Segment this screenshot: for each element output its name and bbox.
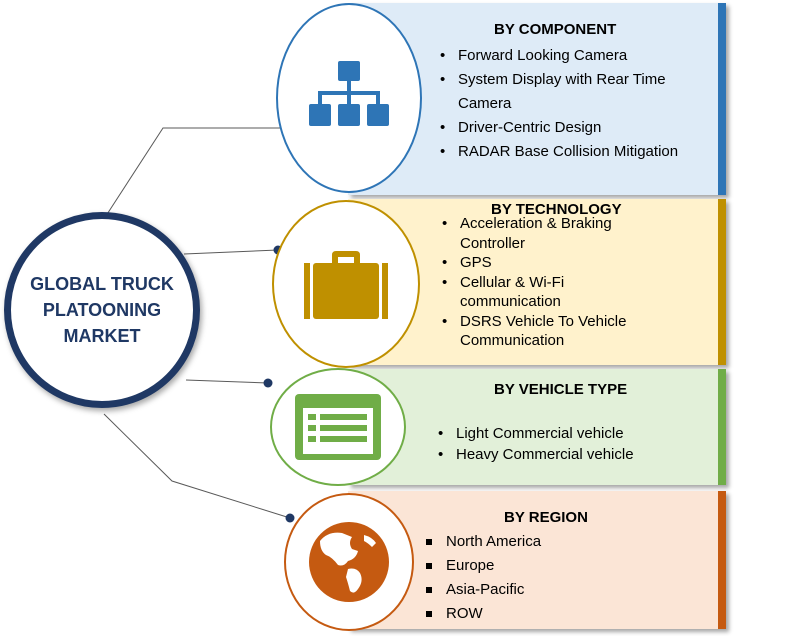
technology-badge [272,200,420,368]
segment-item-list: Forward Looking Camera System Display wi… [436,44,706,164]
hub-title-line: GLOBAL TRUCK [30,274,174,294]
panel-accent-bar [718,369,726,485]
panel-accent-bar [718,199,726,365]
list-item: ROW [422,602,642,626]
list-item: Light Commercial vehicle [434,423,694,444]
panel-accent-bar [718,491,726,629]
segment-title: BY REGION [504,509,588,526]
connector-dot [263,378,273,388]
list-icon [295,394,381,460]
component-badge [276,3,422,193]
panel-accent-bar [718,3,726,195]
segment-title: BY COMPONENT [494,21,617,38]
segment-title: BY VEHICLE TYPE [494,381,628,398]
list-item: Heavy Commercial vehicle [434,444,694,465]
connector-region [103,413,291,519]
hub-title-line: PLATOONING [42,300,162,320]
list-item: Forward Looking Camera [436,44,706,68]
list-item: Asia-Pacific [422,578,642,602]
region-badge [284,493,414,631]
segment-item-list: Acceleration & Braking Controller GPS Ce… [438,214,668,351]
globe-icon [309,522,389,602]
hierarchy-icon [309,61,389,126]
connector-dot [285,513,295,523]
list-item: GPS [438,253,668,273]
hub-title: GLOBAL TRUCK PLATOONING MARKET [22,271,182,349]
segment-panel-technology: BY TECHNOLOGY Acceleration & Braking Con… [348,199,726,365]
vehicle-type-badge [270,368,406,486]
market-hub-circle: GLOBAL TRUCK PLATOONING MARKET [4,212,200,408]
connector-component [101,127,292,223]
list-item: DSRS Vehicle To Vehicle Communication [438,312,668,351]
connector-vehicle-type [185,379,269,384]
segment-item-list: North America Europe Asia-Pacific ROW [422,530,642,626]
list-item: Acceleration & Braking Controller [438,214,668,253]
segment-panel-vehicle-type: BY VEHICLE TYPE Light Commercial vehicle… [348,369,726,485]
segment-item-list: Light Commercial vehicle Heavy Commercia… [434,423,694,465]
list-item: North America [422,530,642,554]
list-item: Cellular & Wi-Fi communication [438,273,668,312]
list-item: RADAR Base Collision Mitigation [436,140,706,164]
hub-title-line: MARKET [63,326,141,346]
list-item: System Display with Rear Time Camera [436,68,706,116]
briefcase-icon [304,251,388,319]
connector-technology [183,249,279,255]
list-item: Driver-Centric Design [436,116,706,140]
list-item: Europe [422,554,642,578]
